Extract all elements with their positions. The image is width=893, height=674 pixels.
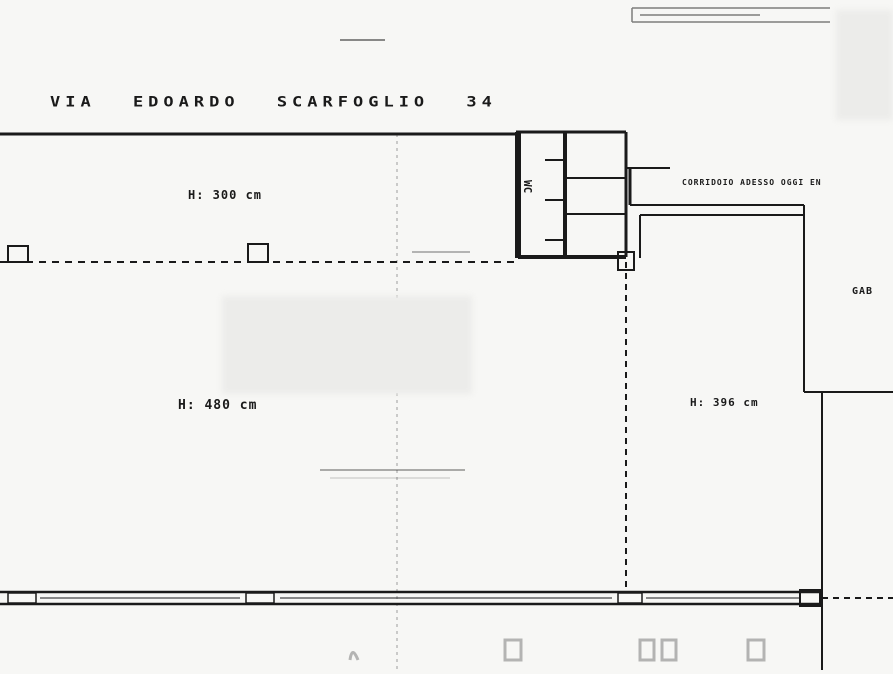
- wc-label: WC: [521, 180, 534, 194]
- title-block-lines: [631, 7, 830, 23]
- cabin-label: GAB: [852, 286, 874, 297]
- room-height-label: H: 300 cm: [188, 188, 263, 202]
- room-height-label: H: 480 cm: [178, 398, 258, 413]
- room-height-label: H: 396 cm: [690, 396, 759, 409]
- redacted-area: [836, 10, 893, 120]
- corridor-label: CORRIDOIO ADESSO OGGI EN: [682, 178, 822, 187]
- redacted-area: [222, 296, 472, 394]
- street-label: VIA EDOARDO SCARFOGLIO 34: [50, 93, 497, 111]
- service-block: [515, 132, 635, 271]
- bottom-wall: [0, 589, 822, 607]
